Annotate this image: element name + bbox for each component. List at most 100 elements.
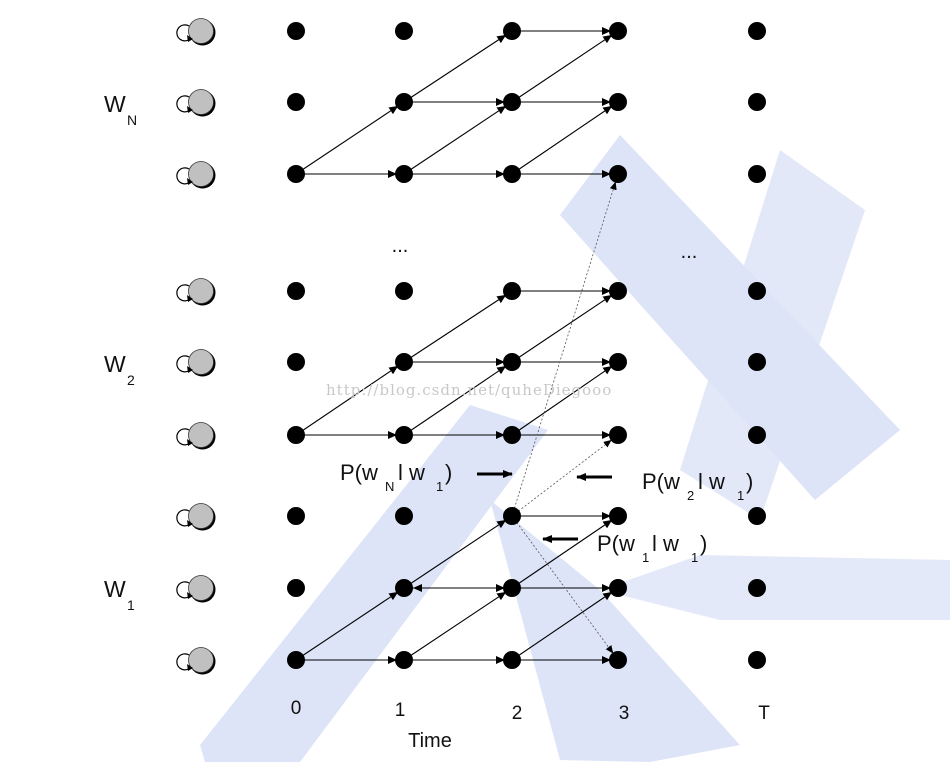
prob-label-w2-w1: P(w 2 l w 1 ) [642,469,753,503]
trellis-node [748,165,766,183]
prob-label-part: l w [398,460,425,485]
trellis-node [395,353,413,371]
word-label-sub: N [127,112,137,128]
transition-arrow [403,105,507,175]
trellis-node [395,93,413,111]
trellis-node [609,165,627,183]
prob-label-part: l w [652,531,679,556]
trellis-node [503,93,521,111]
transition-arrow [403,294,507,363]
trellis-node [287,651,305,669]
trellis-node [395,579,413,597]
trellis-node [609,282,627,300]
trellis-node [748,282,766,300]
word-label-sub: 1 [127,597,135,613]
prob-label-wn-w1: P(w N l w 1 ) [340,460,452,494]
trellis-node [287,282,305,300]
transition-arrow [511,519,613,589]
self-loop-state-icon [176,18,216,46]
transition-arrow [511,34,613,103]
trellis-node [609,353,627,371]
trellis-node [609,579,627,597]
transition-arrow [511,105,613,175]
trellis-node [395,651,413,669]
word-label-wn: W N [104,91,137,128]
prob-label-w1-w1: P(w 1 l w 1 ) [597,531,707,565]
transition-edges [295,27,613,664]
prob-label-part: P(w [642,469,680,494]
trellis-node [609,507,627,525]
watermark-url: http://blog.csdn.net/quheDiegooo [326,381,612,399]
transition-arrow [403,591,507,661]
prob-label-sub: 1 [737,488,744,503]
self-loop-state-icon [176,278,216,306]
time-axis-label: Time [408,730,452,752]
trellis-node [503,651,521,669]
trellis-node [609,651,627,669]
prob-label-sub: 1 [436,479,443,494]
trellis-node [748,93,766,111]
trellis-node [748,651,766,669]
time-axis: 0 1 2 3 T Time [291,698,770,752]
trellis-node [395,426,413,444]
transition-arrow [511,294,613,363]
trellis-node [609,93,627,111]
ellipsis-right: ... [681,241,698,263]
word-label-w2: W 2 [104,351,135,388]
word-label-base: W [104,576,126,602]
watermark-logo [200,135,950,762]
trellis-node [287,579,305,597]
cross-word-arrow [511,181,617,517]
trellis-node [503,579,521,597]
transition-arrow [511,365,613,436]
transition-arrow [295,591,399,661]
trellis-node [748,507,766,525]
time-tick: 1 [395,700,406,721]
cross-word-arrow [511,439,612,517]
trellis-node [503,507,521,525]
prob-label-sub: 1 [691,550,698,565]
trellis-node [287,165,305,183]
self-loop-state-icon [176,575,216,603]
trellis-node [287,22,305,40]
trellis-node [395,165,413,183]
trellis-node [395,507,413,525]
word-label-base: W [104,91,126,117]
prob-label-part: ) [700,531,707,556]
trellis-node [748,22,766,40]
trellis-node [503,22,521,40]
cross-word-arrow [511,515,614,654]
trellis-nodes [287,22,766,669]
time-tick: T [758,703,770,724]
trellis-node [503,426,521,444]
trellis-node [395,282,413,300]
trellis-node [287,353,305,371]
transition-arrow [403,34,507,103]
prob-label-part: P(w [340,460,378,485]
prob-label-part: P(w [597,531,635,556]
trellis-node [748,579,766,597]
time-tick: 0 [291,698,302,719]
trellis-node [748,353,766,371]
trellis-node [748,426,766,444]
trellis-node [503,165,521,183]
trellis-node [287,507,305,525]
ellipsis-left: ... [392,235,409,257]
transition-arrow [295,365,399,436]
trellis-node [287,426,305,444]
self-loop-state-icon [176,422,216,450]
trellis-node [287,93,305,111]
transition-arrow [295,105,399,175]
prob-label-sub: 1 [642,550,649,565]
word-label-sub: 2 [127,372,135,388]
prob-label-part: ) [746,469,753,494]
self-loop-state-icon [176,503,216,531]
transition-arrow [511,591,613,661]
prob-label-sub: N [385,479,394,494]
prob-label-sub: 2 [687,488,694,503]
word-label-w1: W 1 [104,576,135,613]
trellis-node [609,22,627,40]
state-icons [176,18,216,675]
prob-label-part: ) [445,460,452,485]
